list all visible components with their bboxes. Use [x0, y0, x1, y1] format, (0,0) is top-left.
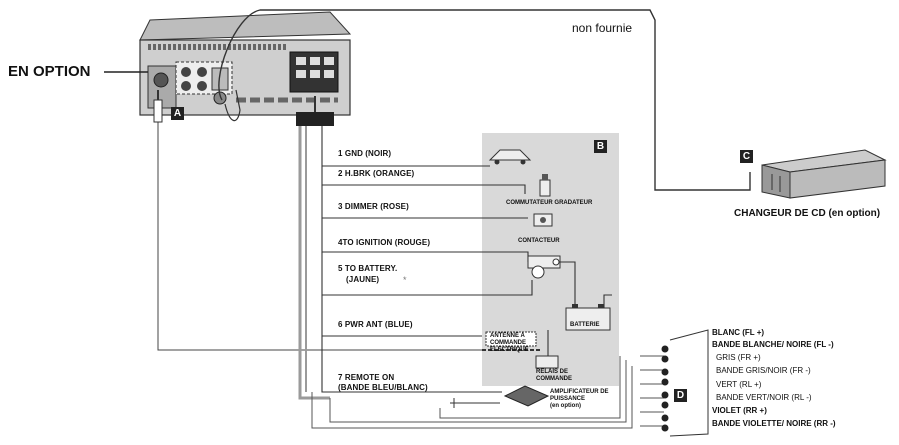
wire-label-pwr-ant: 6 PWR ANT (BLUE) [338, 320, 413, 329]
wire-label-remote: 7 REMOTE ON [338, 373, 395, 382]
wire-label-dimmer: 3 DIMMER (ROSE) [338, 202, 409, 211]
label-antenne-1: ANTENNE A [490, 333, 525, 339]
badge-a: A [171, 107, 184, 120]
speaker-label-rr-minus: BANDE VIOLETTE/ NOIRE (RR -) [712, 419, 836, 428]
badge-c: C [740, 150, 753, 163]
speaker-label-rl-plus: VERT (RL +) [716, 380, 762, 389]
label-contacteur: CONTACTEUR [518, 238, 560, 244]
head-unit [139, 11, 352, 116]
asterisk-mark: * [403, 275, 407, 285]
label-ampli-2: PUISSANCE [550, 396, 586, 402]
speaker-label-fr-plus: GRIS (FR +) [716, 353, 761, 362]
speaker-label-fr-minus: BANDE GRIS/NOIR (FR -) [716, 366, 811, 375]
speaker-bracket [669, 329, 709, 437]
ignition-switch [533, 213, 553, 227]
label-ampli-1: AMPLIFICATEUR DE [550, 389, 609, 395]
wire-label-gnd: 1 GND (NOIR) [338, 149, 392, 158]
label-antenne-3: ELECTRIQUE [490, 347, 529, 353]
wire-label-battery: 5 TO BATTERY. [338, 264, 398, 273]
wire-label-hbrk: 2 H.BRK (ORANGE) [338, 169, 415, 178]
cd-changer [761, 149, 887, 199]
ground-symbol [488, 149, 532, 165]
label-antenne-2: COMMANDE [490, 340, 526, 346]
harness-connector [296, 112, 334, 126]
battery-symbol [565, 304, 611, 331]
label-commutateur: COMMUTATEUR GRADATEUR [506, 200, 593, 206]
badge-b: B [594, 140, 607, 153]
speaker-label-rl-minus: BANDE VERT/NOIR (RL -) [716, 393, 812, 402]
label-relais-1: RELAIS DE [536, 369, 569, 375]
cd-changer-label: CHANGEUR DE CD (en option) [734, 208, 881, 219]
badge-d: D [674, 389, 687, 402]
label-ampli-3: (en option) [550, 403, 581, 409]
label-batterie: BATTERIE [570, 322, 600, 328]
en-option-label: EN OPTION [8, 63, 91, 80]
non-fournie-label: non fournie [572, 21, 633, 35]
wire-label-remote-color: (BANDE BLEU/BLANC) [338, 383, 428, 392]
speaker-label-rr-plus: VIOLET (RR +) [712, 406, 767, 415]
power-antenna [482, 331, 559, 369]
speaker-label-fl-minus: BANDE BLANCHE/ NOIRE (FL -) [712, 340, 834, 349]
label-relais-2: COMMANDE [536, 376, 572, 382]
fuse-symbol [527, 255, 561, 279]
wire-label-battery-color: (JAUNE) [346, 275, 380, 284]
amplifier [450, 385, 550, 408]
wire-label-ignition: 4TO IGNITION (ROUGE) [338, 238, 431, 247]
dimmer-switch [539, 174, 551, 197]
speaker-label-fl-plus: BLANC (FL +) [712, 328, 765, 337]
